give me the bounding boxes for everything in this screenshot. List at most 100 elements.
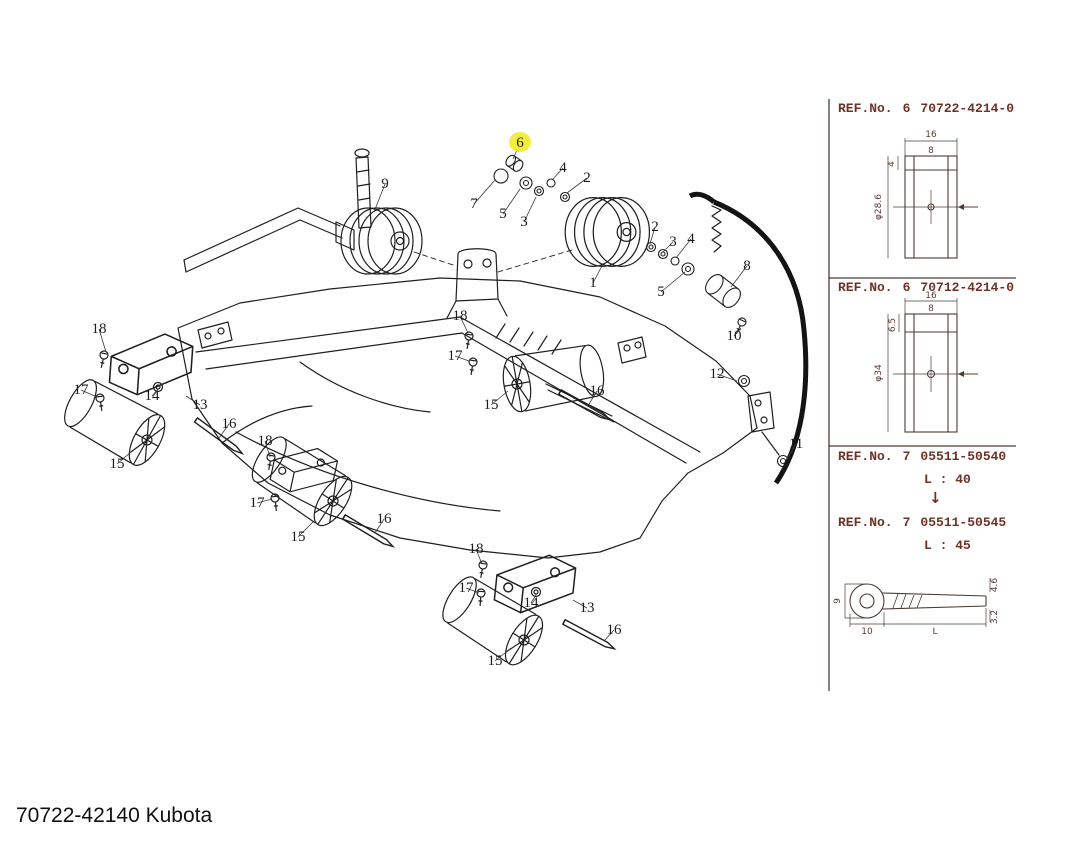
callout-14[interactable]: 14 [145,388,161,404]
callout-16[interactable]: 16 [590,383,606,399]
ref-number: 7 [902,449,911,464]
callout-3[interactable]: 3 [520,214,528,230]
part-bolt [475,588,486,607]
callout-3[interactable]: 3 [669,234,677,250]
callout-leader-line [185,395,201,406]
dim-eye-width: 10 [861,627,873,637]
ref-part-number: 70712-4214-0 [920,280,1015,295]
ref-number: 7 [902,515,911,530]
pulley-left [340,207,423,275]
callout-17[interactable]: 17 [459,580,475,596]
callout-18[interactable]: 18 [92,321,107,337]
sidebar-divider-lines [828,99,1016,691]
dimension-labels: 16 8 4 φ28.6 16 8 6.5 φ34 9 10 L 4.6 3.2 [833,130,1000,637]
ref-part-number: 05511-50540 [920,449,1007,464]
part-collar [546,178,556,188]
callout-18[interactable]: 18 [453,308,468,324]
callout-15[interactable]: 15 [110,456,125,472]
callout-leader-line [151,388,159,397]
ref-number: 6 [902,280,911,295]
callout-15[interactable]: 15 [291,529,306,545]
callout-leader-line [716,373,738,382]
callout-leader-line [475,548,483,565]
dim-end-width: 3.2 [990,610,1000,624]
callout-16[interactable]: 16 [377,511,393,527]
ref-label: REF.No. [838,515,893,530]
callout-15[interactable]: 15 [488,653,503,669]
superseded-arrow-icon: ↓ [929,489,942,507]
pulley-right [564,197,651,267]
callout-6[interactable]: 6 [516,135,524,151]
hardware-parts [493,154,790,468]
part-bolt [96,349,110,370]
callout-1[interactable]: 1 [589,275,597,291]
callout-leader-line [473,179,496,205]
ref-label: REF.No. [838,449,893,464]
callout-9[interactable]: 9 [381,176,389,192]
callout-15[interactable]: 15 [484,397,499,413]
ref-drawing-bushing-70722 [887,138,978,259]
callout-5[interactable]: 5 [657,284,665,300]
callout-16[interactable]: 16 [222,416,238,432]
callout-2[interactable]: 2 [583,170,591,186]
callout-5[interactable]: 5 [499,206,507,222]
callout-7[interactable]: 7 [470,196,478,212]
callout-leader-line [80,389,98,398]
callout-11[interactable]: 11 [789,436,803,452]
dim-inner-width: 8 [928,304,934,314]
callout-17[interactable]: 17 [250,495,266,511]
ref-row-05511-50545[interactable]: REF.No. 7 05511-50545 [838,515,1006,530]
callout-17[interactable]: 17 [74,382,90,398]
callout-13[interactable]: 13 [193,397,208,413]
callout-18[interactable]: 18 [258,433,273,449]
ref-drawing-bushing-70712 [887,298,978,433]
callout-leader-line [662,241,674,253]
dim-eye-height: 9 [833,598,843,604]
part-bracket [267,439,340,501]
callout-leader-line [454,355,470,362]
callout-leader-line [649,226,656,245]
dim-step: 4 [887,161,897,167]
callout-leader-line [603,629,615,642]
callout-8[interactable]: 8 [743,258,751,274]
ref-row-05511-50540[interactable]: REF.No. 7 05511-50540 [838,449,1006,464]
dim-step: 6.5 [888,318,898,332]
callout-highlight [509,132,531,152]
callout-leader-line [730,265,748,288]
callout-leader-line [218,423,230,439]
callout-leader-line [572,599,588,609]
callout-leader-line [264,440,271,458]
callout-4[interactable]: 4 [687,231,695,247]
callout-12[interactable]: 12 [710,366,725,382]
callout-leader-line [588,390,598,405]
callout-17[interactable]: 17 [448,348,464,364]
part-snap-ring [493,168,509,184]
callout-leader-line [494,647,512,662]
callout-leader-line [566,177,588,194]
ref-length-40: L : 40 [924,472,971,487]
callout-leader-line [373,183,386,213]
callout-2[interactable]: 2 [651,219,659,235]
dim-width: 16 [925,291,937,301]
callout-4[interactable]: 4 [559,160,567,176]
roller-assemblies [56,329,617,672]
callout-16[interactable]: 16 [607,622,623,638]
callout-leader-line [116,451,132,465]
dim-length: L [932,627,937,637]
callout-18[interactable]: 18 [469,541,484,557]
ref-number: 6 [902,101,911,116]
ref-part-number: 05511-50545 [920,515,1007,530]
part-bolt [466,356,479,377]
ref-drawing-eye-rod [844,578,991,627]
callout-13[interactable]: 13 [580,600,595,616]
callout-leader-line [523,196,537,223]
callout-leader-line [786,443,797,460]
ref-label: REF.No. [838,101,893,116]
page-title: 70722-42140 Kubota [16,804,213,827]
callout-14[interactable]: 14 [524,595,540,611]
callout-10[interactable]: 10 [727,328,742,344]
